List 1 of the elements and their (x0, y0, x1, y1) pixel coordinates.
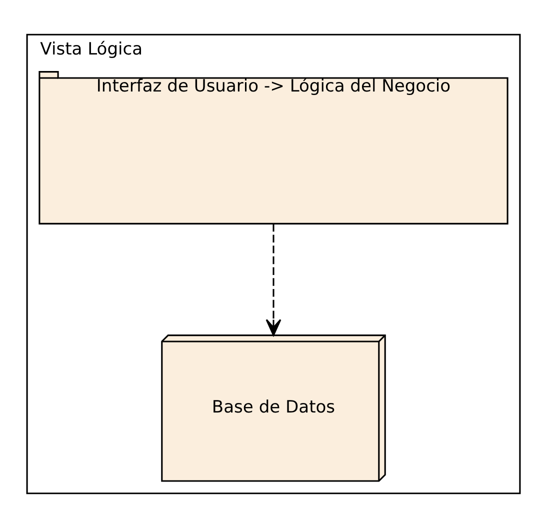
arrow (266, 224, 282, 336)
